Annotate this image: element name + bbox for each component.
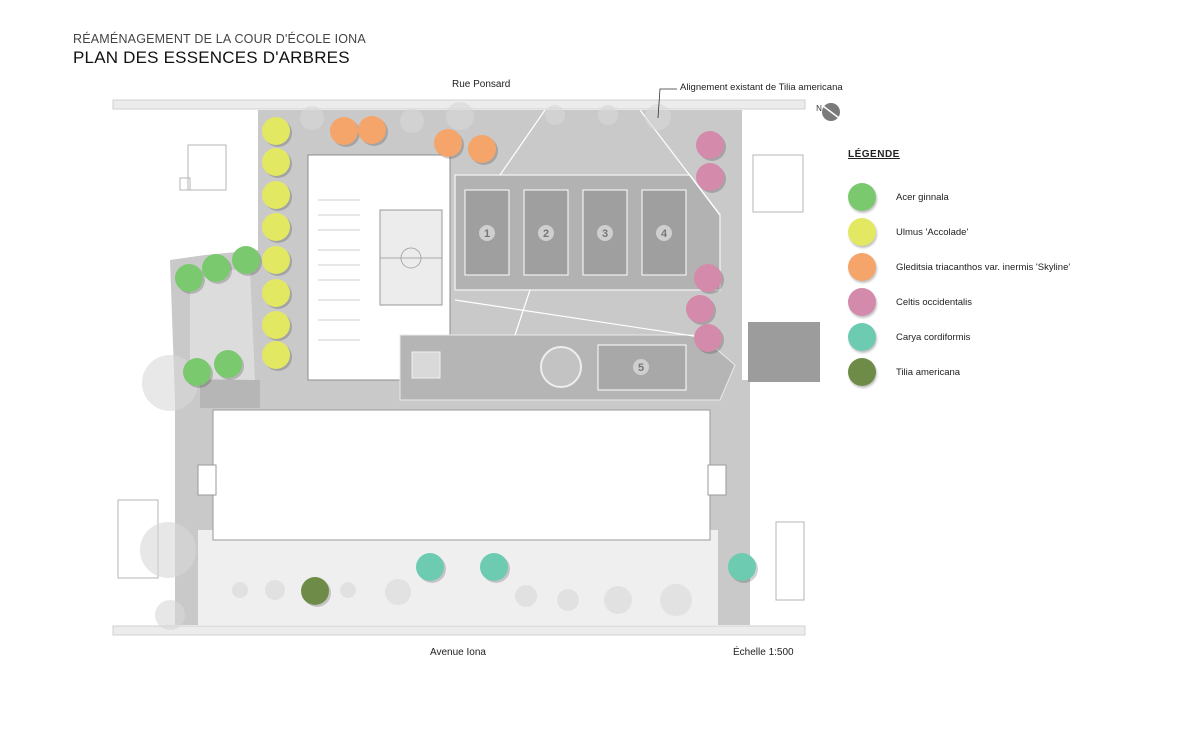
legend-title: LÉGENDE bbox=[848, 149, 900, 160]
plan-subtitle: RÉAMÉNAGEMENT DE LA COUR D'ÉCOLE IONA bbox=[73, 32, 366, 46]
tree-marker bbox=[214, 350, 242, 378]
tree-marker bbox=[434, 129, 462, 157]
legend-swatch bbox=[848, 323, 876, 351]
street-south-label: Avenue Iona bbox=[430, 647, 486, 658]
tree-marker bbox=[468, 135, 496, 163]
court-number-4: 4 bbox=[661, 228, 668, 240]
legend-swatch bbox=[848, 288, 876, 316]
legend-label: Acer ginnala bbox=[896, 191, 949, 203]
legend-label: Gleditsia triacanthos var. inermis 'Skyl… bbox=[896, 261, 1071, 273]
entrance-east bbox=[707, 464, 727, 496]
legend-item: Gleditsia triacanthos var. inermis 'Skyl… bbox=[848, 253, 1070, 281]
neighbour-buildings bbox=[117, 144, 805, 601]
tree-marker bbox=[183, 358, 211, 386]
legend-item: Acer ginnala bbox=[848, 183, 949, 211]
legend-label: Carya cordiformis bbox=[896, 331, 971, 343]
tree-marker bbox=[262, 279, 290, 307]
round-play-area bbox=[540, 346, 582, 388]
legend-item: Ulmus 'Accolade' bbox=[848, 218, 968, 246]
west-patio bbox=[200, 380, 260, 408]
tree-marker bbox=[330, 117, 358, 145]
tree-marker bbox=[262, 311, 290, 339]
legend-swatch bbox=[848, 183, 876, 211]
main-building bbox=[212, 409, 711, 541]
north-label: N bbox=[816, 104, 822, 113]
tree-marker bbox=[694, 324, 722, 352]
tilia-callout: Alignement existant de Tilia americana bbox=[680, 82, 843, 93]
legend-label: Tilia americana bbox=[896, 366, 961, 378]
tree-marker bbox=[301, 577, 329, 605]
legend-label: Ulmus 'Accolade' bbox=[896, 226, 969, 238]
tree-marker bbox=[202, 254, 230, 282]
legend-swatch bbox=[848, 358, 876, 386]
tree-marker bbox=[696, 163, 724, 191]
tree-marker bbox=[686, 295, 714, 323]
avenue-iona-strip bbox=[112, 625, 806, 636]
annex-building bbox=[748, 322, 820, 382]
court-number-2: 2 bbox=[543, 228, 549, 240]
tree-marker bbox=[262, 117, 290, 145]
tree-marker bbox=[262, 213, 290, 241]
legend-swatch bbox=[848, 253, 876, 281]
scale-label: Échelle 1:500 bbox=[733, 647, 794, 658]
tree-marker bbox=[262, 246, 290, 274]
west-garden bbox=[190, 268, 255, 380]
legend-item: Celtis occidentalis bbox=[848, 288, 972, 316]
court-numbers bbox=[479, 225, 672, 375]
tree-marker bbox=[262, 148, 290, 176]
street-north-label: Rue Ponsard bbox=[452, 79, 511, 90]
plan-title: PLAN DES ESSENCES D'ARBRES bbox=[73, 48, 350, 67]
legend-swatch bbox=[848, 218, 876, 246]
tree-marker bbox=[358, 116, 386, 144]
sandbox bbox=[411, 351, 441, 379]
classroom-desks bbox=[318, 199, 360, 341]
legend-label: Celtis occidentalis bbox=[896, 296, 973, 308]
court-number-1: 1 bbox=[484, 228, 490, 240]
tree-marker bbox=[232, 246, 260, 274]
tree-marker bbox=[728, 553, 756, 581]
callout-leader bbox=[657, 88, 677, 119]
tree-marker bbox=[416, 553, 444, 581]
legend-item: Carya cordiformis bbox=[848, 323, 970, 351]
tree-marker bbox=[262, 181, 290, 209]
proposed-trees bbox=[175, 116, 758, 607]
tree-marker bbox=[696, 131, 724, 159]
front-yard bbox=[198, 530, 718, 625]
tree-marker bbox=[262, 341, 290, 369]
tree-marker bbox=[175, 264, 203, 292]
entrance-west bbox=[197, 464, 217, 496]
legend-item: Tilia americana bbox=[848, 358, 960, 386]
tree-marker bbox=[480, 553, 508, 581]
court-number-5: 5 bbox=[638, 362, 644, 374]
tree-marker bbox=[694, 264, 722, 292]
court-number-3: 3 bbox=[602, 228, 608, 240]
